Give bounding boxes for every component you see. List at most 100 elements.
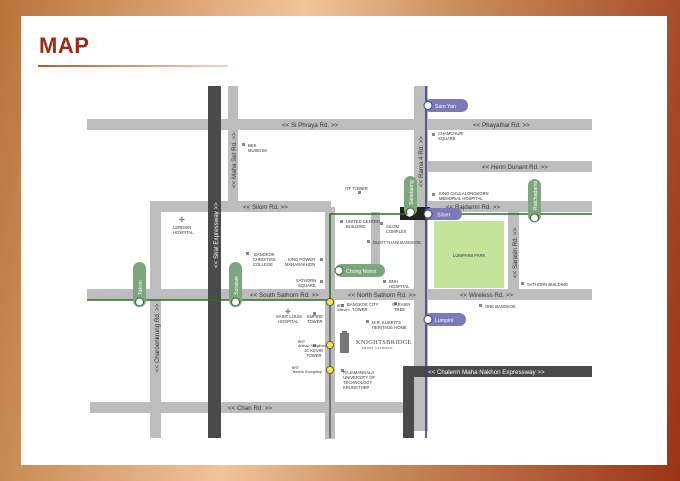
marker-king-power xyxy=(320,258,323,261)
place-one-bangkok: ONE BANGKOK xyxy=(485,304,516,309)
station-silom[interactable]: Silom xyxy=(423,208,462,220)
brt-stop-arkhan[interactable] xyxy=(326,341,334,349)
place-sathorn-building: SATHORN BUILDING xyxy=(527,282,568,287)
marker-itf xyxy=(358,191,361,194)
brt-stop-sathorn[interactable] xyxy=(326,298,334,306)
marker-united-center xyxy=(340,220,343,223)
marker-dusit xyxy=(367,240,370,243)
label-phayathai: << Phayathai Rd. >> xyxy=(473,122,530,129)
hospital-icon-lerdsin: ✚ xyxy=(179,216,185,224)
road-maha-set xyxy=(228,86,238,202)
page-title: MAP xyxy=(39,33,90,58)
station-chong-nonsi[interactable]: Chong Nonsi xyxy=(334,264,385,277)
label-silom: << Silom Rd. >> xyxy=(243,204,288,211)
road-sathorn xyxy=(87,289,592,300)
marker-rajamangala xyxy=(341,369,344,372)
road-rajdamri xyxy=(428,201,592,212)
marker-silom-complex xyxy=(380,222,383,225)
brt-stop-technic[interactable] xyxy=(326,366,334,374)
road-rama4-upper xyxy=(414,86,428,431)
label-rama4: << Rama 4 Rd. >> xyxy=(418,136,425,187)
marker-sarasin-tree xyxy=(394,302,397,305)
place-dusit: DUSIT THANI BANGKOK xyxy=(373,240,421,245)
marker-kukrit xyxy=(366,320,369,323)
road-soi-east xyxy=(371,212,380,264)
station-sam-yan[interactable]: Sam Yan xyxy=(423,99,468,112)
marker-chamchuri xyxy=(432,133,435,136)
station-ratchadamri-label: Ratchadamri xyxy=(533,181,539,210)
road-si-phraya xyxy=(87,119,592,130)
label-si-phraya: << Si Phraya Rd. >> xyxy=(282,122,338,129)
label-north-sathorn: << North Sathorn Rd. >> xyxy=(348,292,416,299)
road-charoenkrung xyxy=(150,201,161,438)
road-chan xyxy=(90,402,410,413)
marker-empire xyxy=(313,312,316,315)
station-sala-daeng[interactable]: Saladaeng xyxy=(404,176,417,217)
label-sirat: << Sirat Expressway >> xyxy=(213,202,220,268)
station-chong-nonsi-label: Chong Nonsi xyxy=(346,269,376,275)
label-sarasin: << Sarasin Rd. >> xyxy=(512,227,519,278)
label-henri-dunant: << Henri Dunant Rd. >> xyxy=(482,164,548,171)
station-taksin-label: Taksin xyxy=(138,280,144,295)
label-charoenkrung: << Charoenkrung Rd. >> xyxy=(154,303,161,372)
marker-bangkok-city xyxy=(341,304,344,307)
map-panel xyxy=(21,16,667,465)
station-taksin[interactable]: Taksin xyxy=(133,262,146,307)
chalerm-expressway xyxy=(403,366,592,377)
road-silom xyxy=(151,201,331,212)
marker-jc-kevin xyxy=(313,344,316,347)
marker-christian xyxy=(246,252,249,255)
station-lumpini-label: Lumpini xyxy=(435,318,453,324)
label-wireless: << Wireless Rd. >> xyxy=(460,292,513,299)
marker-bkk-museum xyxy=(242,143,245,146)
place-lumphini-park: LUMPHINI PARK xyxy=(453,253,485,258)
lumphini-park xyxy=(434,221,504,288)
label-chalerm: << Chalerm Maha Nakhon Expressway >> xyxy=(428,369,545,376)
station-surasak[interactable]: Surasak xyxy=(229,262,242,307)
hospital-icon-saint-louis: ✚ xyxy=(285,308,291,316)
marker-sathorn-building xyxy=(521,282,524,285)
road-sarasin xyxy=(508,210,519,295)
station-surasak-label: Surasak xyxy=(234,276,240,295)
swap-arrows-icon: ◂▸ xyxy=(406,211,414,219)
sirat-expressway xyxy=(208,86,221,438)
station-sam-yan-label: Sam Yan xyxy=(435,104,456,110)
chalerm-ramp xyxy=(403,366,414,438)
label-rajdamri: << Rajdamri Rd. >> xyxy=(446,204,500,211)
road-henri-dunant xyxy=(428,161,592,172)
label-maha-set: << Maha Set Rd. >> xyxy=(231,132,238,188)
label-chan: << Chan Rd. >> xyxy=(228,405,272,412)
marker-sathorn-square xyxy=(320,280,323,283)
title-underline xyxy=(38,65,228,67)
marker-one-bangkok xyxy=(479,304,482,307)
marker-king-chula xyxy=(432,193,435,196)
station-silom-label: Silom xyxy=(437,213,450,219)
place-itf: ITF TOWER xyxy=(345,186,368,191)
station-ratchadamri[interactable]: Ratchadamri xyxy=(528,179,541,223)
label-south-sathorn: << South Sathorn Rd. >> xyxy=(250,292,319,299)
station-lumpini[interactable]: Lumpini xyxy=(423,313,466,326)
